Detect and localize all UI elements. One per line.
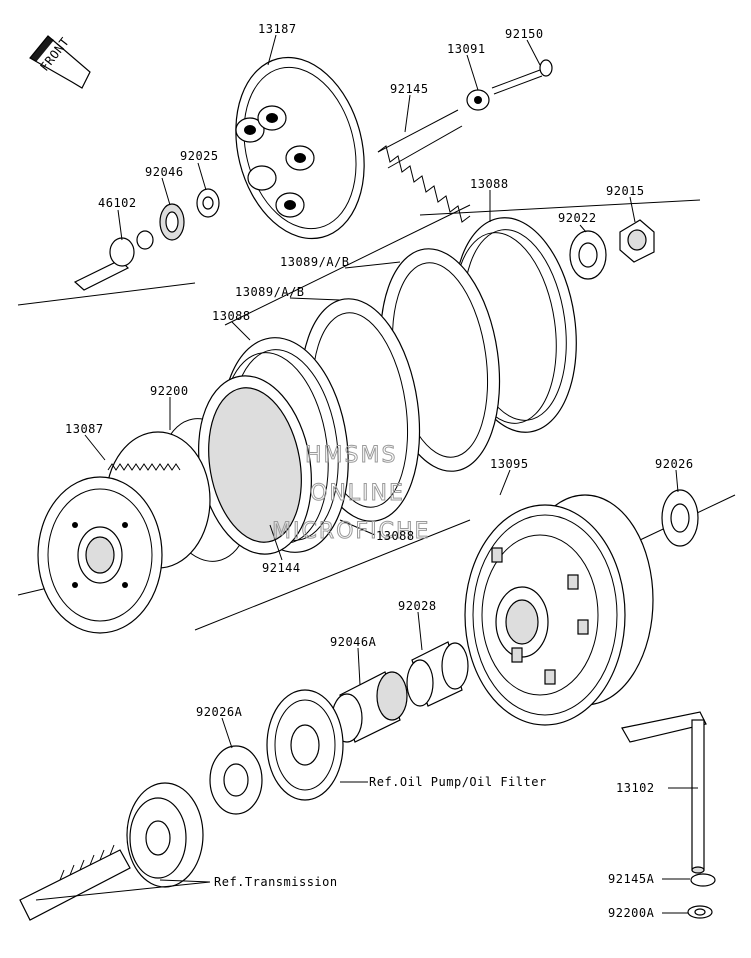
part-labels: 13187 13091 92150 92145 92025 92046 4610… [65, 22, 694, 920]
label-13088-low: 13088 [376, 529, 415, 543]
oil-pump-gear [266, 689, 344, 801]
ref-transmission-label: Ref.Transmission [214, 875, 338, 889]
label-92200: 92200 [150, 384, 189, 398]
label-13095: 13095 [490, 457, 529, 471]
label-92025: 92025 [180, 149, 219, 163]
label-92015: 92015 [606, 184, 645, 198]
label-92200A: 92200A [608, 906, 655, 920]
label-13102: 13102 [616, 781, 655, 795]
label-92046: 92046 [145, 165, 184, 179]
label-13089-a: 13089/A/B [280, 255, 350, 269]
label-13089-b: 13089/A/B [235, 285, 305, 299]
front-arrow-icon: FRONT [29, 35, 91, 89]
label-13088-mid: 13088 [212, 309, 251, 323]
release-lever-13102 [621, 711, 707, 874]
needle-bearing-92046A [331, 671, 408, 743]
label-92022: 92022 [558, 211, 597, 225]
transmission-bearing [126, 782, 204, 888]
label-92026A: 92026A [196, 705, 243, 719]
label-92028: 92028 [398, 599, 437, 613]
washer-92022 [569, 230, 607, 280]
washer-92025 [196, 188, 220, 218]
label-92026: 92026 [655, 457, 694, 471]
pushrod-46102 [73, 230, 154, 291]
watermark-line-3: MICROFICHE [272, 519, 430, 544]
nut-92015 [619, 219, 655, 263]
washer-92026 [661, 489, 699, 547]
washer-92026A [209, 745, 263, 815]
label-13088-top: 13088 [470, 177, 509, 191]
washer-92200A [687, 905, 713, 919]
seat-92144 [198, 375, 312, 555]
spring-92145A [690, 873, 716, 887]
watermark-line-2: ONLINE [310, 481, 405, 506]
label-92046A: 92046A [330, 635, 377, 649]
spring-92145 [377, 109, 471, 223]
label-92145: 92145 [390, 82, 429, 96]
label-13187: 13187 [258, 22, 297, 36]
bolt-92150 [491, 59, 553, 95]
watermark: HMSMS ONLINE MICROFICHE [272, 443, 430, 545]
transmission-shaft [19, 844, 131, 921]
label-13091: 13091 [447, 42, 486, 56]
label-92145A: 92145A [608, 872, 655, 886]
leader-lines [35, 34, 698, 914]
pressure-plate-13187 [235, 56, 365, 240]
needle-bearing-92046 [159, 203, 185, 241]
watermark-line-1: HMSMS [305, 443, 397, 468]
sleeve-92028 [406, 641, 469, 707]
ref-oil-pump-label: Ref.Oil Pump/Oil Filter [369, 775, 547, 789]
clutch-hub-13087 [37, 431, 211, 634]
collar-13091 [466, 89, 490, 111]
label-92150: 92150 [505, 27, 544, 41]
clutch-housing-13095 [464, 494, 654, 726]
label-13087: 13087 [65, 422, 104, 436]
label-92144: 92144 [262, 561, 301, 575]
label-46102: 46102 [98, 196, 137, 210]
